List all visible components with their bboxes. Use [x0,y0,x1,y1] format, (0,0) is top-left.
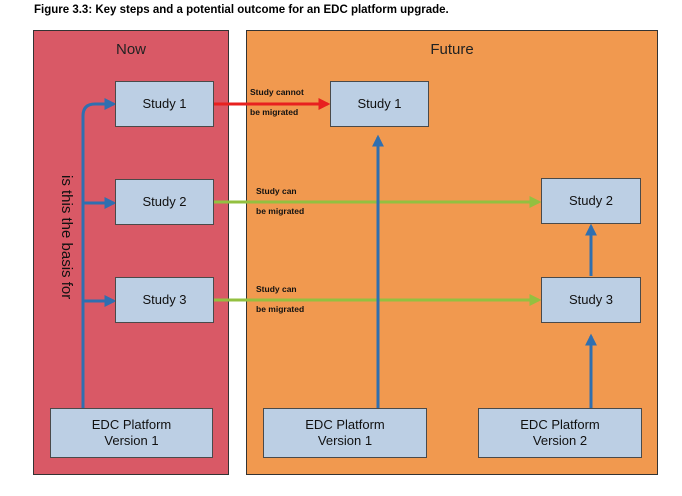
future-study-2-box: Study 2 [541,178,641,224]
arrow-label-study-1: Study cannot be migrated [250,82,304,122]
arrow-label-study-3: Study can be migrated [256,279,304,319]
arrow-label-study-1-line1: Study cannot [250,87,304,97]
future-platform-v2-line1: EDC Platform [520,417,600,432]
future-study-1-label: Study 1 [357,96,402,111]
arrow-label-study-3-line2: be migrated [256,304,305,314]
future-edc-platform-v2-box: EDC Platform Version 2 [478,408,642,458]
future-platform-v1-line2: Version 1 [317,433,373,448]
future-study-3-box: Study 3 [541,277,641,323]
now-study-1-label: Study 1 [142,96,187,111]
future-study-1-box: Study 1 [330,81,429,127]
future-study-3-label: Study 3 [568,292,614,307]
future-panel-title: Future [430,41,474,58]
future-study-2-label: Study 2 [568,193,614,208]
now-trunk-arrow [81,98,117,408]
arrow-label-study-1-line2: be migrated [250,107,299,117]
now-study-1-box: Study 1 [115,81,214,127]
future-platform-v1-line1: EDC Platform [305,417,385,432]
now-panel-title: Now [115,41,146,58]
now-platform-line1: EDC Platform [91,417,172,432]
arrow-label-study-2-line1: Study can [256,186,297,196]
basis-vertical-label: is this the basis for [58,175,75,300]
now-study-3-box: Study 3 [115,277,214,323]
arrow-label-study-3-line1: Study can [256,284,297,294]
now-study-2-box: Study 2 [115,179,214,225]
figure-caption: Figure 3.3: Key steps and a potential ou… [34,4,449,16]
now-edc-platform-box: EDC Platform Version 1 [50,408,213,458]
now-study-3-label: Study 3 [142,292,187,307]
now-study-2-label: Study 2 [142,194,187,209]
future-platform-v2-line2: Version 2 [532,433,588,448]
arrow-label-study-2: Study can be migrated [256,181,304,221]
arrow-label-study-2-line2: be migrated [256,206,305,216]
now-platform-line2: Version 1 [104,433,159,448]
future-edc-platform-v1-box: EDC Platform Version 1 [263,408,427,458]
